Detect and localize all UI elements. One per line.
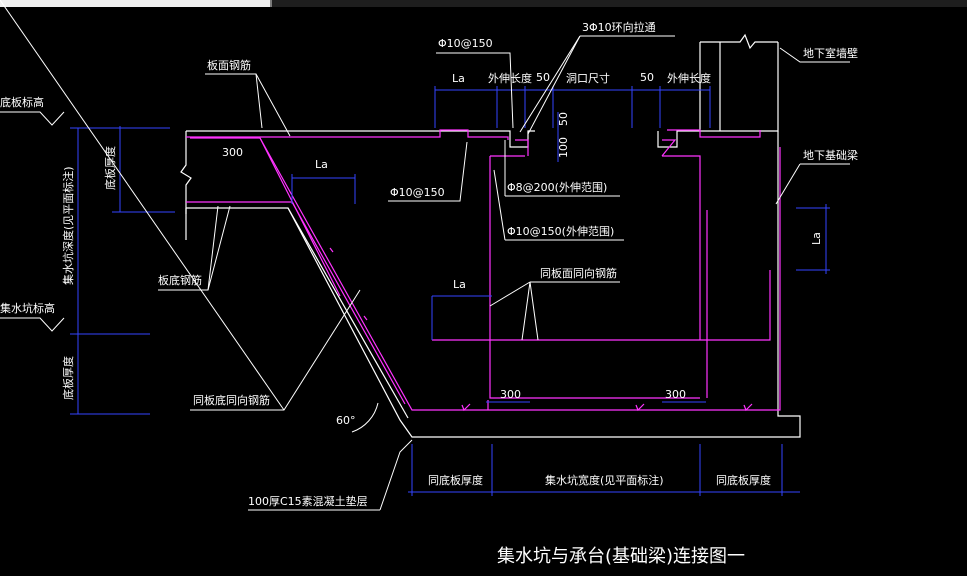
label-pit-depth: 集水坑深度(见平面标注)	[61, 166, 75, 285]
label-angle: 60°	[336, 414, 356, 427]
label-top-slab-rebar: 板面钢筋	[207, 58, 251, 72]
label-same-top-rebar: 同板面同向钢筋	[540, 266, 617, 280]
label-la-pit: La	[453, 278, 466, 291]
toolbar-tab[interactable]	[0, 0, 270, 7]
label-ring-tie: 3Φ10环向拉通	[582, 20, 656, 34]
text-labels: 板面钢筋 板底钢筋 底板标高 集水坑标高 底板厚度 集水坑深度(见平面标注) 底…	[0, 20, 858, 567]
label-opening-size: 洞口尺寸	[566, 71, 610, 85]
top-toolbar	[0, 0, 967, 7]
label-cushion: 100厚C15素混凝土垫层	[248, 494, 368, 508]
label-dim-50-a: 50	[536, 71, 550, 84]
dimension-lines	[70, 86, 830, 496]
label-dim-50-v: 50	[557, 112, 570, 126]
label-same-bottom-rebar: 同板底同向钢筋	[193, 393, 270, 407]
rebar	[186, 129, 781, 412]
label-la-beam: La	[810, 232, 823, 245]
label-dim-50-b: 50	[640, 71, 654, 84]
label-la-slab: La	[315, 158, 328, 171]
label-pit-elevation: 集水坑标高	[0, 301, 55, 315]
label-bottom-thickness-a: 同底板厚度	[428, 473, 483, 487]
label-dim-100-v: 100	[557, 137, 570, 158]
label-rebar-ext: Φ10@150(外伸范围)	[507, 224, 614, 238]
label-la-top: La	[452, 72, 465, 85]
label-300-slab: 300	[222, 146, 243, 159]
label-rebar-mid: Φ10@150	[390, 186, 445, 199]
label-stirrup-ext: Φ8@200(外伸范围)	[507, 180, 607, 194]
label-pit-width: 集水坑宽度(见平面标注)	[545, 473, 664, 487]
label-ext-length-left: 外伸长度	[488, 71, 532, 85]
leaders	[0, 0, 850, 511]
label-basement-wall: 地下室墙壁	[803, 46, 858, 60]
label-300-left: 300	[500, 388, 521, 401]
label-rebar-top: Φ10@150	[438, 37, 493, 50]
toolbar-separator	[270, 0, 272, 7]
label-300-right: 300	[665, 388, 686, 401]
label-slab-thickness-lower: 底板厚度	[61, 356, 75, 400]
drawing-title: 集水坑与承台(基础梁)连接图一	[497, 546, 745, 567]
label-bottom-thickness-b: 同底板厚度	[716, 473, 771, 487]
label-bottom-slab-rebar: 板底钢筋	[158, 273, 202, 287]
label-slab-thickness: 底板厚度	[103, 146, 117, 190]
label-ext-length-right: 外伸长度	[667, 71, 711, 85]
label-foundation-beam: 地下基础梁	[803, 148, 858, 162]
label-slab-elevation: 底板标高	[0, 95, 44, 109]
